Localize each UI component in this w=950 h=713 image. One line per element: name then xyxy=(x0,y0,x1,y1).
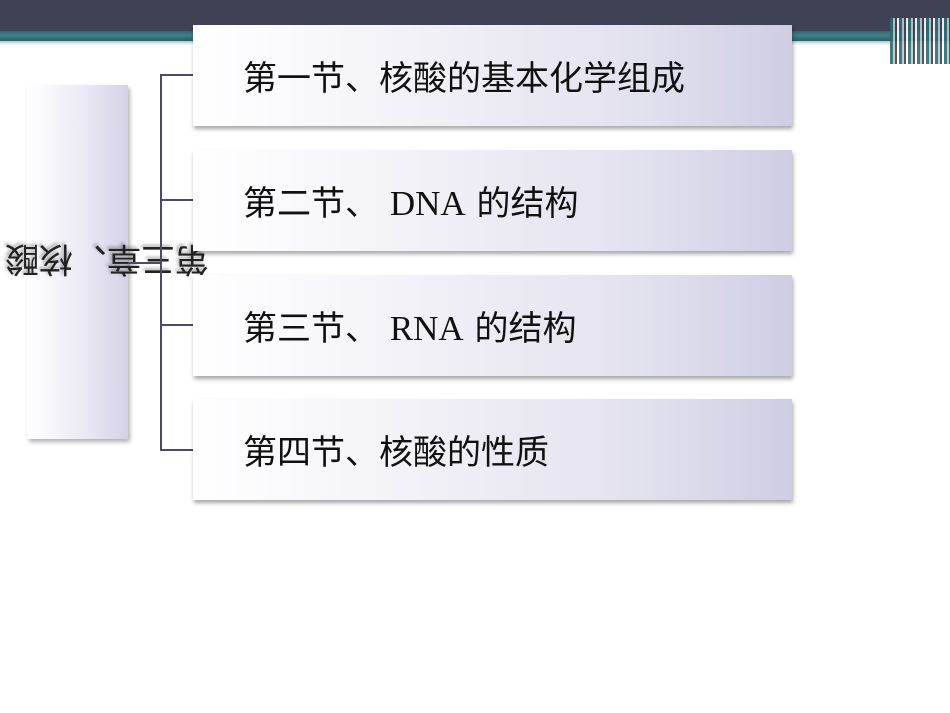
section-2-latin: DNA xyxy=(389,184,466,223)
connector-branch-1 xyxy=(160,74,193,76)
section-label-4: 第四节、核酸的性质 xyxy=(243,425,549,474)
section-1-text: 第一节、核酸的基本化学组成 xyxy=(243,59,685,99)
connector-trunk xyxy=(160,74,162,451)
connector-branch-4 xyxy=(160,449,193,451)
connector-chapter-stub xyxy=(128,262,161,264)
chapter-box xyxy=(27,85,128,439)
section-label-1: 第一节、核酸的基本化学组成 xyxy=(243,51,685,100)
section-box-2: 第二节、 DNA 的结构 xyxy=(193,150,792,251)
section-4-text: 第四节、核酸的性质 xyxy=(243,433,549,473)
section-label-3: 第三节、 RNA 的结构 xyxy=(243,301,577,350)
section-3-suffix: 的结构 xyxy=(463,309,577,349)
section-2-suffix: 的结构 xyxy=(465,184,579,224)
section-box-3: 第三节、 RNA 的结构 xyxy=(193,275,792,376)
connector-branch-3 xyxy=(160,324,193,326)
connector-branch-2 xyxy=(160,199,193,201)
section-3-latin: RNA xyxy=(389,309,464,348)
section-2-text: 第二节、 xyxy=(243,184,390,224)
section-box-1: 第一节、核酸的基本化学组成 xyxy=(193,25,792,126)
chapter-title: 第三章、核酸 xyxy=(5,238,209,279)
header-right-ornament xyxy=(890,18,950,64)
section-label-2: 第二节、 DNA 的结构 xyxy=(243,176,578,225)
section-box-4: 第四节、核酸的性质 xyxy=(193,399,792,500)
section-3-text: 第三节、 xyxy=(243,309,390,349)
header-accent-line xyxy=(800,50,880,52)
